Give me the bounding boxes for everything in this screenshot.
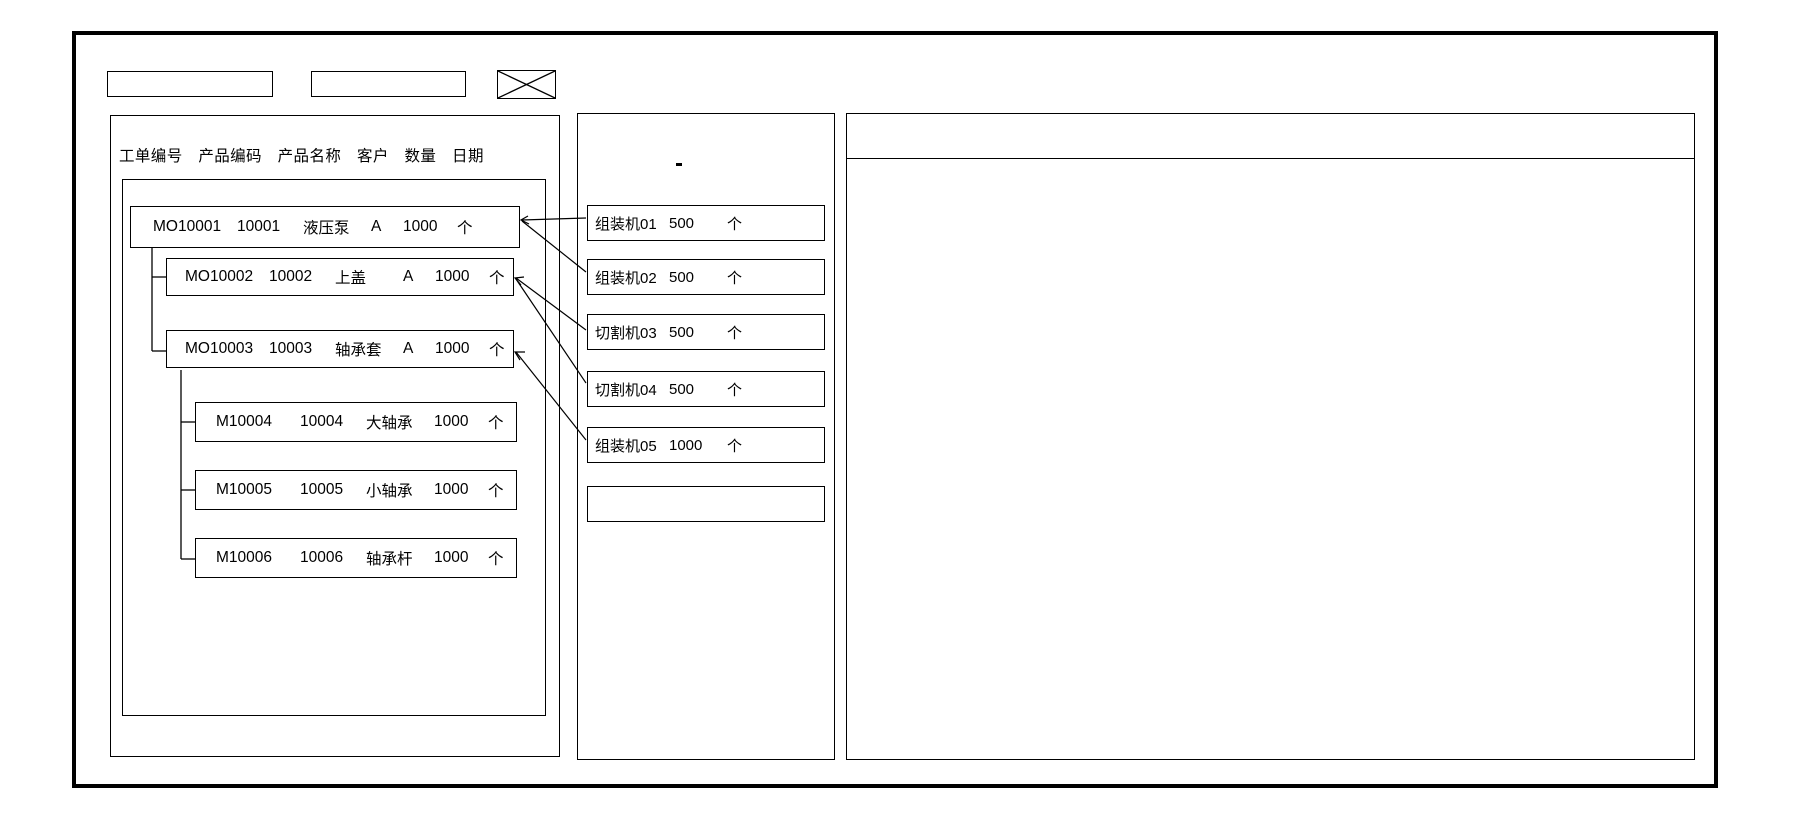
row-quantity: 1000 xyxy=(403,218,438,235)
row-product-name: 轴承套 xyxy=(335,342,382,359)
row-unit: 个 xyxy=(457,220,473,237)
row-customer: A xyxy=(403,340,414,357)
toolbar-input-1[interactable] xyxy=(107,71,273,97)
row-product-code: 10001 xyxy=(237,218,281,235)
row-unit: 个 xyxy=(488,483,504,500)
tree-row[interactable]: MO10002 10002 上盖 A 1000 个 xyxy=(166,258,514,296)
machine-unit: 个 xyxy=(727,324,743,342)
cross-lines-icon xyxy=(498,71,555,98)
row-product-code: 10002 xyxy=(269,268,313,285)
row-product-code: 10005 xyxy=(300,481,344,498)
machine-unit: 个 xyxy=(727,437,743,455)
detail-panel-header-divider xyxy=(847,158,1694,159)
row-customer: A xyxy=(403,268,414,285)
row-product-name: 小轴承 xyxy=(366,483,413,500)
machine-row[interactable]: 组装机01 500 个 xyxy=(587,205,825,241)
row-quantity: 1000 xyxy=(435,268,470,285)
machine-row[interactable]: 切割机03 500 个 xyxy=(587,314,825,350)
row-order-no: M10005 xyxy=(216,481,273,498)
tree-row[interactable]: M10006 10006 轴承杆 1000 个 xyxy=(195,538,517,578)
machine-quantity: 500 xyxy=(669,214,695,232)
machine-unit: 个 xyxy=(727,269,743,287)
row-unit: 个 xyxy=(488,551,504,568)
row-product-name: 轴承杆 xyxy=(366,551,413,568)
row-order-no: MO10002 xyxy=(185,268,254,285)
row-product-code: 10004 xyxy=(300,413,344,430)
machine-name: 组装机05 xyxy=(595,437,657,455)
row-unit: 个 xyxy=(489,270,505,287)
row-order-no: MO10001 xyxy=(153,218,222,235)
machine-name: 切割机03 xyxy=(595,324,657,342)
machine-quantity: 500 xyxy=(669,323,695,341)
row-order-no: M10004 xyxy=(216,413,273,430)
machine-quantity: 500 xyxy=(669,380,695,398)
machine-row-empty[interactable] xyxy=(587,486,825,522)
row-customer: A xyxy=(371,218,382,235)
machine-name: 组装机01 xyxy=(595,215,657,233)
column-header-quantity: 数量 xyxy=(404,148,437,165)
column-header-customer: 客户 xyxy=(356,148,389,165)
column-header-product-name: 产品名称 xyxy=(277,148,342,165)
row-order-no: MO10003 xyxy=(185,340,254,357)
row-quantity: 1000 xyxy=(434,481,469,498)
machine-row[interactable]: 切割机04 500 个 xyxy=(587,371,825,407)
column-header-date: 日期 xyxy=(452,148,484,165)
row-quantity: 1000 xyxy=(434,413,469,430)
machine-unit: 个 xyxy=(727,215,743,233)
row-product-name: 大轴承 xyxy=(366,415,413,432)
crossed-out-box-icon[interactable] xyxy=(497,70,556,99)
detail-panel xyxy=(846,113,1695,760)
machine-name: 切割机04 xyxy=(595,381,657,399)
work-order-column-headers: 工单编号 产品编码 产品名称 客户 数量 日期 xyxy=(119,144,539,168)
row-order-no: M10006 xyxy=(216,549,273,566)
column-header-order-no: 工单编号 xyxy=(119,148,183,165)
tree-row[interactable]: MO10001 10001 液压泵 A 1000 个 xyxy=(130,206,520,248)
row-product-code: 10006 xyxy=(300,549,344,566)
machine-name: 组装机02 xyxy=(595,269,657,287)
tree-row[interactable]: MO10003 10003 轴承套 A 1000 个 xyxy=(166,330,514,368)
row-unit: 个 xyxy=(488,415,504,432)
tree-row[interactable]: M10004 10004 大轴承 1000 个 xyxy=(195,402,517,442)
row-product-name: 上盖 xyxy=(335,270,367,287)
tree-row[interactable]: M10005 10005 小轴承 1000 个 xyxy=(195,470,517,510)
row-quantity: 1000 xyxy=(434,549,469,566)
row-quantity: 1000 xyxy=(435,340,470,357)
column-header-product-code: 产品编码 xyxy=(198,148,262,165)
toolbar-input-2[interactable] xyxy=(311,71,466,97)
machine-unit: 个 xyxy=(727,381,743,399)
row-product-name: 液压泵 xyxy=(303,220,350,237)
machine-row[interactable]: 组装机02 500 个 xyxy=(587,259,825,295)
machine-quantity: 1000 xyxy=(669,436,703,454)
panel-dot-marker xyxy=(676,163,682,166)
machine-row[interactable]: 组装机05 1000 个 xyxy=(587,427,825,463)
machine-quantity: 500 xyxy=(669,268,695,286)
row-product-code: 10003 xyxy=(269,340,313,357)
row-unit: 个 xyxy=(489,342,505,359)
